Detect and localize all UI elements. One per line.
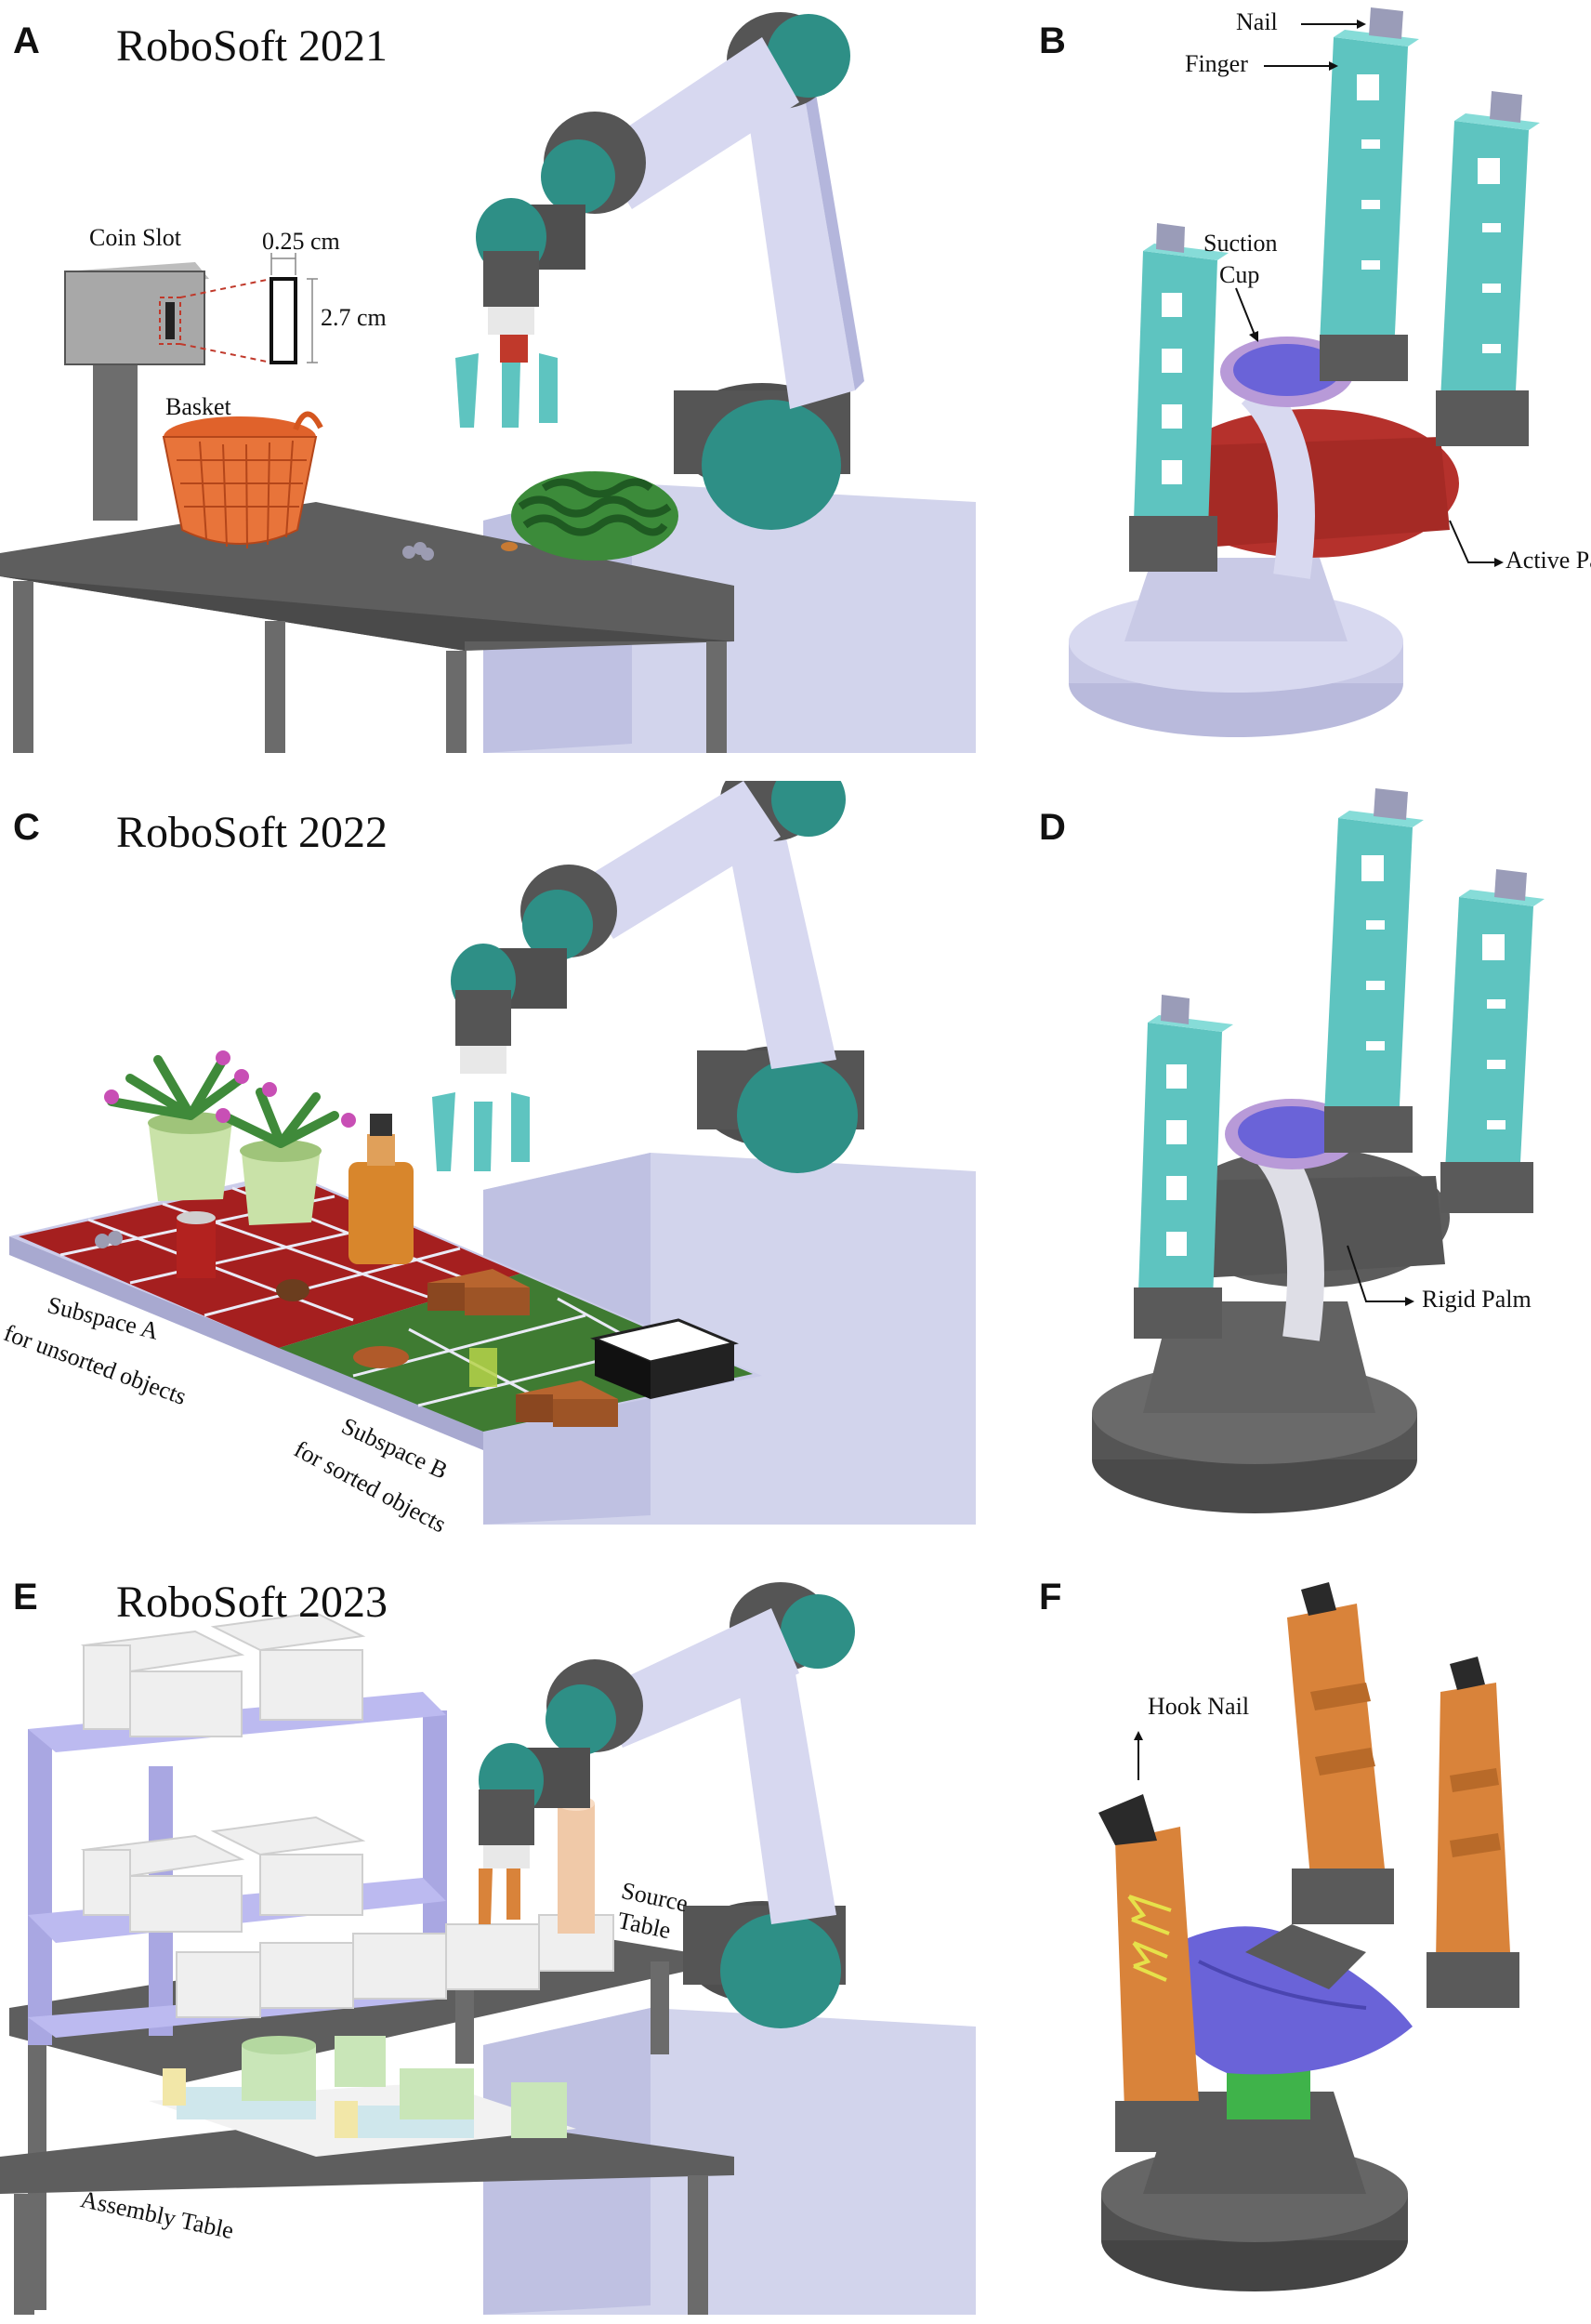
active-palm-arrow (1449, 520, 1496, 563)
panel-f-illustration (1098, 1582, 1519, 2291)
label-active-palm: Active Palm (1506, 547, 1591, 574)
label-nail: Nail (1236, 8, 1278, 35)
active-palm (1143, 1926, 1413, 2075)
coin-slot-stand (93, 353, 138, 521)
table-top (0, 502, 734, 651)
panel-title-a: RoboSoft 2021 (116, 21, 388, 71)
panel-d-illustration (1092, 788, 1545, 1513)
coin (501, 542, 518, 551)
label-basket: Basket (165, 393, 231, 420)
finger-right (1436, 91, 1540, 446)
panel-e-illustration (0, 1582, 976, 2315)
panel-label-c: C (13, 807, 40, 848)
panel-b: B Nail Finger Suction Cup Active Palm (1013, 0, 1591, 762)
plant (104, 1050, 249, 1201)
finger-center (1287, 1582, 1394, 1924)
panel-label-d: D (1039, 807, 1066, 848)
table-leg (265, 621, 285, 753)
coin-slot-box (64, 271, 205, 365)
slot-zoom-box (270, 277, 297, 364)
panel-d: D Rigid Palm (1013, 781, 1591, 1543)
hook-nail (1098, 1794, 1157, 1845)
panel-c: C RoboSoft 2022 Subspace A for unsorted … (0, 781, 1013, 1543)
panel-label-b: B (1039, 20, 1066, 61)
label-rigid-palm: Rigid Palm (1422, 1286, 1532, 1313)
watermelon (511, 471, 678, 561)
table-leg (446, 651, 467, 753)
panel-title-e: RoboSoft 2023 (116, 1578, 388, 1627)
panel-title-c: RoboSoft 2022 (116, 808, 388, 857)
panel-b-illustration (1069, 7, 1540, 737)
peg (558, 1803, 595, 1934)
label-suction-line1: Suction (1203, 230, 1278, 257)
panel-f: F Hook Nail (1013, 1562, 1591, 2324)
shelf-boxes (80, 1611, 366, 1933)
label-slot-width: 0.25 cm (262, 228, 340, 255)
finger-center (1320, 7, 1419, 381)
panel-label-a: A (13, 20, 40, 61)
table-leg (13, 581, 33, 753)
finger-center (1324, 788, 1424, 1153)
finger-right (1440, 869, 1545, 1213)
robot-arm (455, 12, 864, 530)
finger-right (1427, 1657, 1519, 2008)
rigid-palm-arrow (1347, 1245, 1408, 1302)
soda-can (177, 1218, 216, 1278)
plant (216, 1082, 356, 1225)
finger-left (1134, 995, 1233, 1339)
panel-c-illustration (9, 781, 976, 1525)
label-coin-slot: Coin Slot (89, 224, 181, 251)
panel-a-illustration (0, 12, 976, 753)
panel-label-e: E (13, 1577, 38, 1618)
panel-e: E RoboSoft 2023 Source Table Assembly Ta… (0, 1562, 1013, 2324)
subspace-a (19, 1176, 520, 1348)
suction-arrow (1235, 287, 1256, 336)
table-leg (706, 641, 727, 753)
robot-arm (432, 781, 864, 1173)
finger-left (1129, 223, 1229, 572)
small-object (95, 1234, 110, 1248)
nail (1369, 7, 1403, 39)
label-finger: Finger (1185, 50, 1248, 77)
storage-box (590, 1318, 739, 1399)
bottle (348, 1162, 414, 1264)
label-slot-height: 2.7 cm (321, 304, 387, 331)
wooden-block (516, 1380, 618, 1427)
label-hook-nail: Hook Nail (1148, 1693, 1250, 1720)
finger-left (1098, 1794, 1208, 2152)
coin-slot-opening (165, 302, 175, 339)
panel-a: A RoboSoft 2021 Coin Slot 0.25 cm 2.7 cm… (0, 0, 1013, 762)
robot-arm (479, 1582, 855, 2028)
wooden-block (427, 1269, 530, 1315)
label-suction-line2: Cup (1219, 261, 1260, 288)
source-boxes (176, 1914, 614, 2018)
small-object (276, 1279, 309, 1301)
glass (469, 1348, 497, 1387)
small-object (402, 546, 415, 559)
wood-disk (353, 1346, 409, 1368)
panel-label-f: F (1039, 1577, 1062, 1618)
